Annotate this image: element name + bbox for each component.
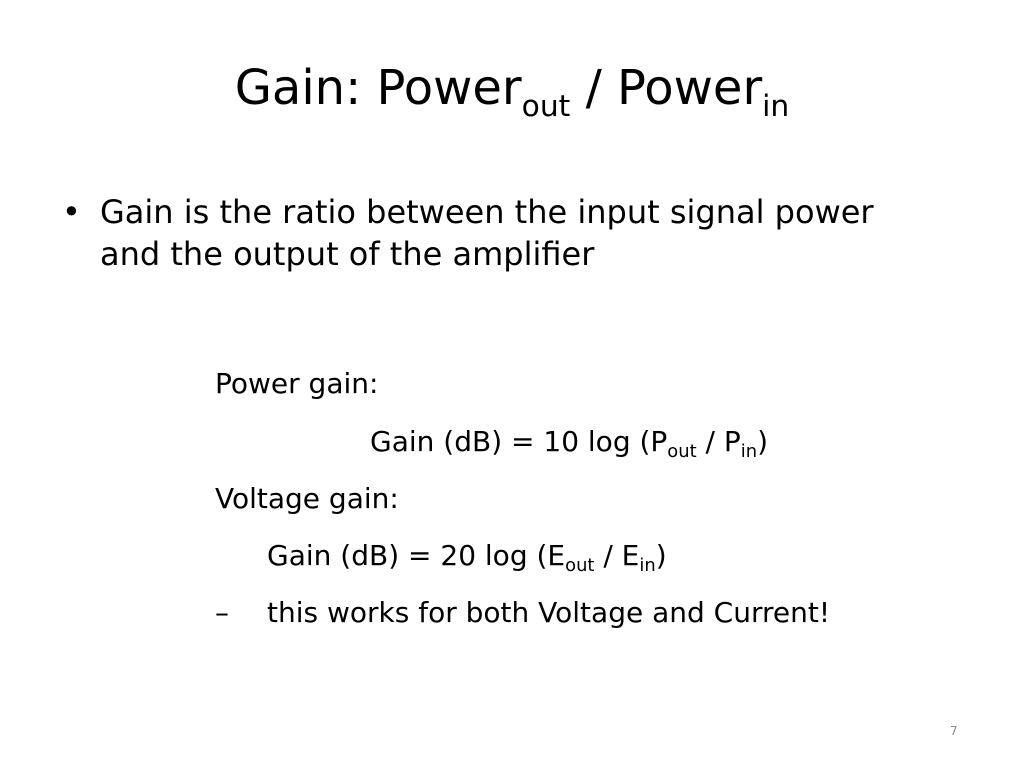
power-formula-middle: / P <box>696 425 741 458</box>
title-power-prefix: Gain: Power <box>234 60 522 116</box>
slide-number: 7 <box>950 724 958 738</box>
power-gain-label: Power gain: <box>215 367 379 400</box>
dash-note: – this works for both Voltage and Curren… <box>215 596 830 630</box>
title-output-subscript: out <box>521 89 571 125</box>
power-formula-suffix: ) <box>757 425 769 458</box>
slide-title: Gain: Powerout / Powerin <box>0 60 1024 122</box>
title-input-subscript: in <box>762 89 790 125</box>
title-power-middle: / Power <box>570 60 763 116</box>
note-text: this works for both Voltage and Current! <box>267 596 831 629</box>
bullet-marker: • <box>62 193 81 231</box>
power-input-subscript: in <box>740 441 758 463</box>
dash-marker: – <box>215 596 229 629</box>
voltage-gain-label: Voltage gain: <box>215 482 399 515</box>
voltage-formula-suffix: ) <box>655 539 667 572</box>
power-output-subscript: out <box>667 441 697 463</box>
voltage-gain-formula: Gain (dB) = 20 log (Eout / Ein) <box>267 539 667 577</box>
power-formula-prefix: Gain (dB) = 10 log (P <box>370 425 668 458</box>
voltage-input-subscript: in <box>639 555 656 577</box>
bullet-text: Gain is the ratio between the input sign… <box>100 193 874 273</box>
voltage-formula-prefix: Gain (dB) = 20 log (E <box>267 539 566 572</box>
voltage-formula-middle: / E <box>594 539 640 572</box>
voltage-output-subscript: out <box>565 555 595 577</box>
bullet-gain-definition: • Gain is the ratio between the input si… <box>62 192 922 275</box>
power-gain-formula: Gain (dB) = 10 log (Pout / Pin) <box>370 425 769 463</box>
